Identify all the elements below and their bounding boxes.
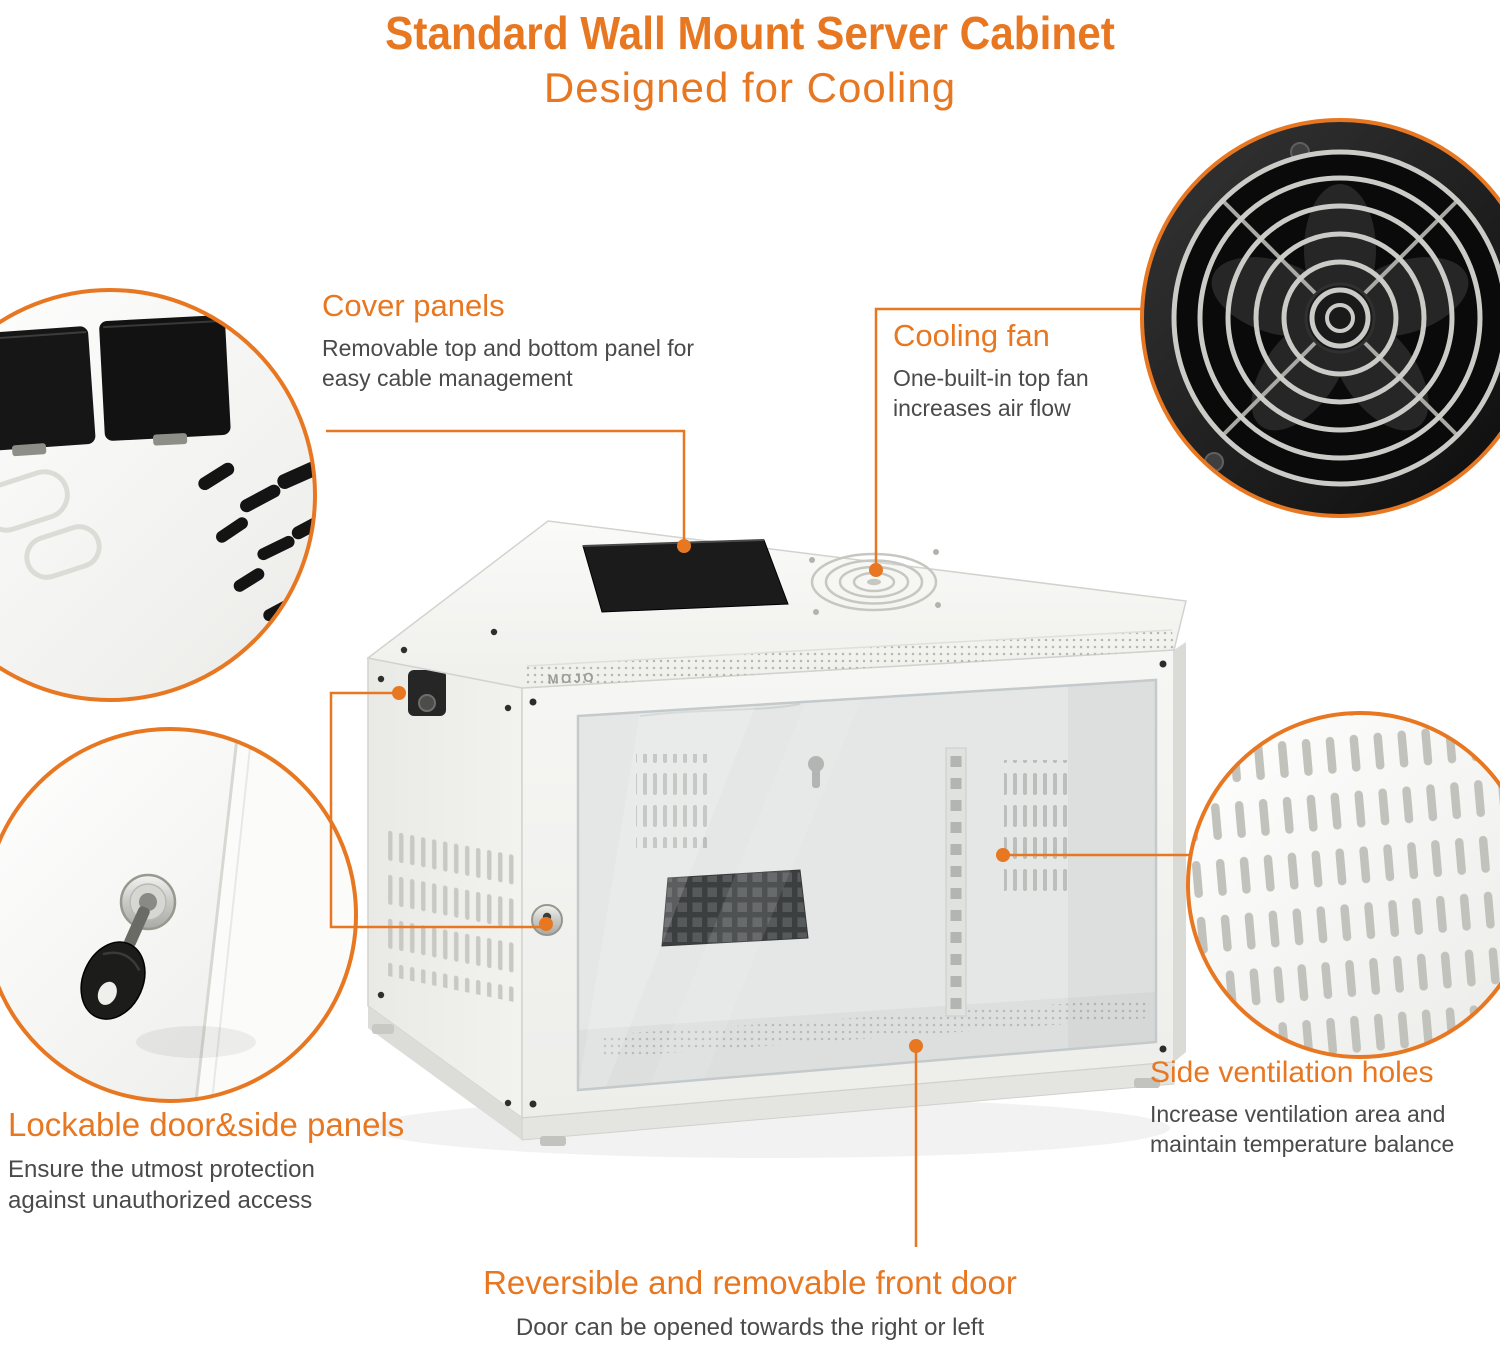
- cabinet-front-door: [521, 649, 1175, 1119]
- callout-cooling-fan-body: One-built-in top fan increases air flow: [893, 365, 1089, 421]
- callout-cooling-fan: Cooling fan One-built-in top fan increas…: [893, 318, 1089, 424]
- front-corner-screws: [529, 660, 1167, 1108]
- interior-floor-vent-tray: [661, 869, 809, 947]
- detail-circle-cover-panels: [0, 288, 317, 702]
- callout-front-door-body: Door can be opened towards the right or …: [515, 1314, 985, 1341]
- vent-hole-grid: [1188, 713, 1500, 1057]
- callout-side-ventilation-body: Increase ventilation area and maintain t…: [1150, 1101, 1455, 1157]
- top-screws: [400, 628, 498, 654]
- callout-lockable-heading: Lockable door&side panels: [8, 1106, 405, 1143]
- callout-cover-panels: Cover panels Removable top and bottom pa…: [322, 288, 694, 394]
- detail-circle-side-vents: [1186, 711, 1500, 1059]
- interior-mounting-rail: [945, 747, 967, 1017]
- cover-panel-right: [99, 315, 231, 446]
- callout-line-cooling-fan: [874, 307, 1143, 566]
- cabinet-side-panel: [367, 657, 523, 1120]
- fan-grill-rings: [1171, 149, 1500, 487]
- cabinet-interior: [578, 680, 1156, 1090]
- callout-side-ventilation: Side ventilation holes Increase ventilat…: [1150, 1056, 1454, 1160]
- callout-front-door: Reversible and removable front door Door…: [0, 1264, 1500, 1343]
- glass-door: [576, 678, 1158, 1092]
- callout-line-cover-panels: [326, 429, 686, 542]
- page-title: Standard Wall Mount Server Cabinet: [385, 7, 1115, 59]
- door-edge-panel: [196, 729, 356, 1101]
- side-vent-slots: [388, 822, 514, 1002]
- fan-hub: [1304, 282, 1376, 354]
- top-perforated-strip: [522, 630, 1174, 688]
- brand-logo: MOJO: [547, 669, 596, 687]
- callout-dot-cooling-fan: [869, 563, 883, 577]
- cabinet-right-edge: [1174, 642, 1186, 1062]
- callout-dots: [392, 539, 1010, 1053]
- callout-cooling-fan-heading: Cooling fan: [893, 318, 1050, 353]
- floor-perforated-strip: [600, 998, 1150, 1058]
- server-cabinet: MOJO: [366, 520, 1187, 1158]
- callout-line-lockable: [329, 691, 545, 929]
- detail-circle-cooling-fan: [1140, 118, 1500, 518]
- callout-dot-side-lock: [392, 686, 406, 700]
- interior-cable: [639, 703, 801, 717]
- callout-front-door-heading: Reversible and removable front door: [483, 1264, 1017, 1301]
- cabinet-base: [368, 1006, 1175, 1146]
- callout-cover-panels-body: Removable top and bottom panel for easy …: [322, 335, 695, 391]
- key: [80, 906, 150, 1020]
- callout-side-ventilation-heading: Side ventilation holes: [1150, 1056, 1434, 1089]
- cabinet-top: MOJO: [366, 520, 1187, 689]
- lock-cylinder: [119, 873, 177, 931]
- cover-panel-left: [0, 326, 96, 457]
- callout-dot-side-vents: [996, 848, 1010, 862]
- page-subtitle: Designed for Cooling: [543, 64, 957, 111]
- callout-lockable-body: Ensure the utmost protection against una…: [8, 1156, 315, 1215]
- interior-back-vents: [636, 754, 708, 848]
- callout-dot-door-lock: [539, 917, 553, 931]
- callout-lines: [326, 307, 1189, 1247]
- interior-keyhole-slot: [808, 756, 824, 788]
- side-panel-screws: [377, 675, 512, 1107]
- side-panel-lock: [408, 670, 446, 716]
- interior-side-vents: [1004, 760, 1068, 898]
- callout-dot-front-door: [909, 1039, 923, 1053]
- callout-dot-cover-panels: [677, 539, 691, 553]
- callout-cover-panels-heading: Cover panels: [322, 288, 505, 323]
- detail-circle-lock-key: [0, 727, 358, 1103]
- top-fan-screws: [809, 549, 941, 615]
- callout-lockable: Lockable door&side panels Ensure the utm…: [8, 1106, 404, 1216]
